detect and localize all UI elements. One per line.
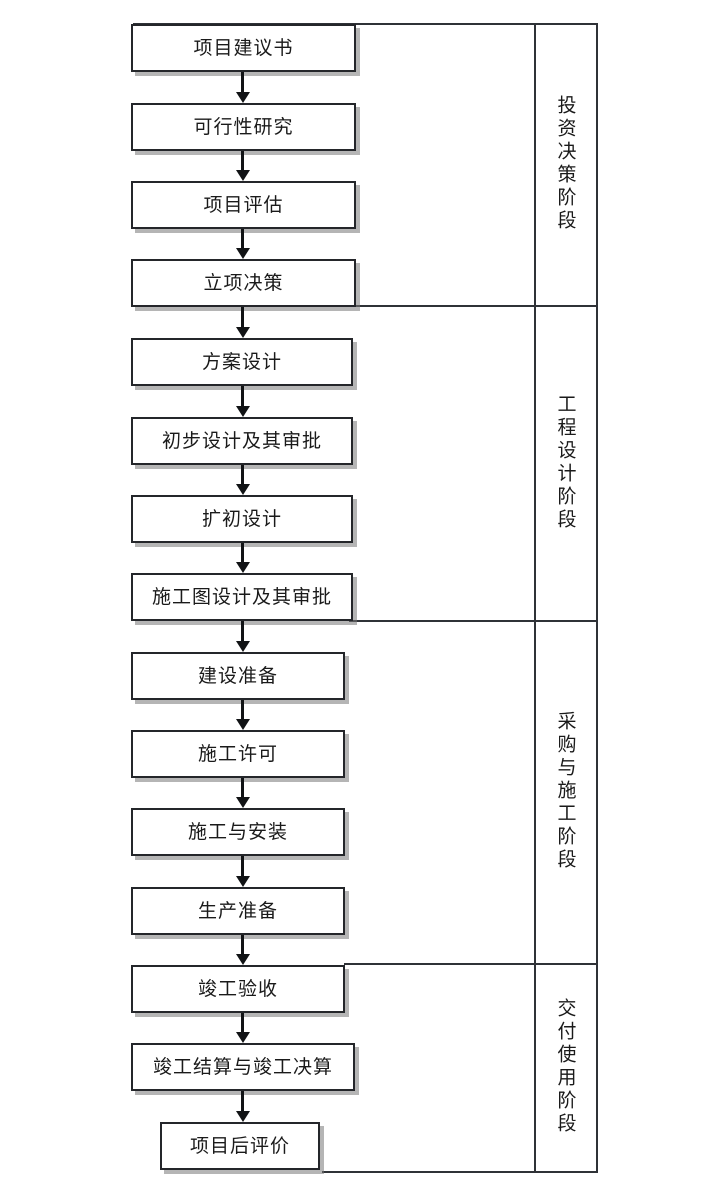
arrow-head-14 (236, 1111, 250, 1122)
node-label: 项目后评价 (189, 1134, 290, 1157)
phase-divider-3 (344, 963, 598, 965)
node-construction-drawing-approval[interactable]: 施工图设计及其审批 (131, 573, 353, 621)
arrow-head-1 (236, 92, 250, 103)
phase-label: 采购与施工阶段 (554, 711, 577, 872)
connector-line-14 (241, 1091, 244, 1112)
connector-line-1 (241, 72, 244, 93)
node-label: 可行性研究 (193, 115, 294, 138)
arrow-head-12 (236, 954, 250, 965)
phase-label: 工程设计阶段 (554, 393, 577, 532)
connector-line-6 (241, 465, 244, 486)
node-label: 扩初设计 (201, 507, 282, 530)
node-post-project-evaluation[interactable]: 项目后评价 (160, 1122, 320, 1170)
arrow-head-3 (236, 248, 250, 259)
node-label: 竣工验收 (197, 977, 278, 1000)
node-construction-and-installation[interactable]: 施工与安装 (131, 808, 345, 856)
node-project-evaluation[interactable]: 项目评估 (131, 181, 356, 229)
connector-line-11 (241, 856, 244, 877)
connector-line-12 (241, 935, 244, 956)
arrow-head-4 (236, 327, 250, 338)
connector-line-4 (241, 307, 244, 328)
phase-investment-decision: 投资决策阶段 (536, 23, 596, 305)
phase-label: 交付使用阶段 (554, 998, 577, 1136)
phase-label: 投资决策阶段 (554, 95, 577, 233)
arrow-head-8 (236, 641, 250, 652)
phase-divider-2 (349, 620, 598, 622)
node-label: 施工与安装 (187, 820, 288, 843)
arrow-head-10 (236, 797, 250, 808)
connector-line-10 (241, 778, 244, 799)
node-scheme-design[interactable]: 方案设计 (131, 338, 353, 386)
connector-line-13 (241, 1013, 244, 1034)
node-production-preparation[interactable]: 生产准备 (131, 887, 345, 935)
arrow-head-13 (236, 1032, 250, 1043)
node-completion-settlement[interactable]: 竣工结算与竣工决算 (131, 1043, 355, 1091)
node-label: 项目建议书 (193, 36, 294, 59)
node-label: 施工许可 (197, 742, 278, 765)
connector-line-9 (241, 700, 244, 721)
connector-line-2 (241, 151, 244, 172)
connector-line-3 (241, 229, 244, 250)
node-label: 建设准备 (197, 664, 278, 687)
arrow-head-11 (236, 876, 250, 887)
node-label: 项目评估 (203, 193, 284, 216)
node-preliminary-design-approval[interactable]: 初步设计及其审批 (131, 417, 353, 465)
node-label: 生产准备 (197, 899, 278, 922)
phase-divider-1 (355, 305, 598, 307)
arrow-head-9 (236, 719, 250, 730)
arrow-head-2 (236, 170, 250, 181)
phase-procurement-construction: 采购与施工阶段 (536, 620, 596, 963)
frame-bottom-line (322, 1171, 598, 1173)
node-extended-preliminary-design[interactable]: 扩初设计 (131, 495, 353, 543)
phase-engineering-design: 工程设计阶段 (536, 305, 596, 620)
node-project-proposal[interactable]: 项目建议书 (131, 24, 356, 72)
node-label: 初步设计及其审批 (161, 429, 322, 452)
connector-line-8 (241, 621, 244, 642)
arrow-head-5 (236, 406, 250, 417)
node-label: 方案设计 (201, 350, 282, 373)
node-construction-permit[interactable]: 施工许可 (131, 730, 345, 778)
frame-top-line (133, 23, 598, 25)
phase-column-outer-line (596, 23, 598, 1173)
node-feasibility-study[interactable]: 可行性研究 (131, 103, 356, 151)
phase-column-inner-line (534, 23, 536, 1173)
node-label: 施工图设计及其审批 (151, 585, 332, 608)
arrow-head-6 (236, 484, 250, 495)
node-project-approval-decision[interactable]: 立项决策 (131, 259, 356, 307)
node-label: 立项决策 (203, 271, 284, 294)
node-completion-acceptance[interactable]: 竣工验收 (131, 965, 345, 1013)
arrow-head-7 (236, 562, 250, 573)
connector-line-7 (241, 543, 244, 564)
node-construction-preparation[interactable]: 建设准备 (131, 652, 345, 700)
phase-delivery-use: 交付使用阶段 (536, 963, 596, 1171)
connector-line-5 (241, 386, 244, 407)
node-label: 竣工结算与竣工决算 (152, 1055, 333, 1078)
